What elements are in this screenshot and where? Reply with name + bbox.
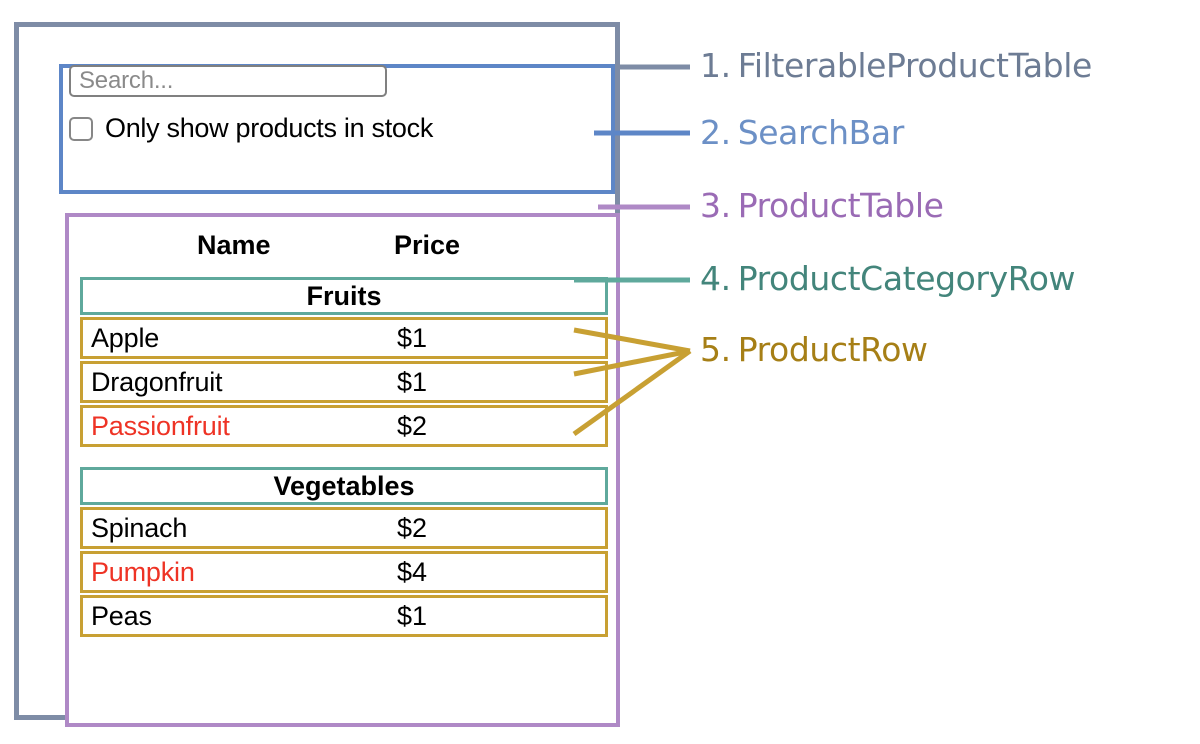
product-row: Spinach $2 <box>80 507 608 549</box>
product-price: $1 <box>397 600 428 631</box>
legend-label: SearchBar <box>737 113 905 152</box>
legend-label: ProductRow <box>737 330 928 369</box>
legend-label: FilterableProductTable <box>737 46 1093 85</box>
legend-item-search-bar: 2.SearchBar <box>700 113 904 152</box>
product-row: Pumpkin $4 <box>80 551 608 593</box>
product-category-label: Vegetables <box>273 470 415 501</box>
product-row: Peas $1 <box>80 595 608 637</box>
legend-number: 3. <box>700 186 731 225</box>
group-spacer <box>80 449 608 467</box>
checkbox-icon[interactable] <box>69 116 93 141</box>
legend-number: 4. <box>700 259 731 298</box>
legend-label: ProductTable <box>737 186 944 225</box>
search-input[interactable]: Search... <box>69 65 387 97</box>
filterable-product-table-box: Search... Only show products in stock Na… <box>14 22 620 727</box>
in-stock-checkbox-label: Only show products in stock <box>105 113 434 143</box>
product-row: Passionfruit $2 <box>80 405 608 447</box>
product-name: Passionfruit <box>91 410 230 441</box>
product-price: $1 <box>397 366 428 397</box>
product-name: Apple <box>91 322 160 353</box>
legend-item-product-row: 5.ProductRow <box>700 330 928 369</box>
legend-item-filterable-product-table: 1.FilterableProductTable <box>700 46 1092 85</box>
column-header-price: Price <box>394 229 461 260</box>
legend-label: ProductCategoryRow <box>737 259 1076 298</box>
product-name: Peas <box>91 600 152 631</box>
legend-number: 1. <box>700 46 731 85</box>
product-price: $2 <box>397 410 428 441</box>
product-table-header: Name Price <box>69 225 616 265</box>
product-category-row: Fruits <box>80 277 608 315</box>
product-price: $2 <box>397 512 428 543</box>
legend-item-product-table: 3.ProductTable <box>700 186 944 225</box>
product-category-row: Vegetables <box>80 467 608 505</box>
product-price: $4 <box>397 556 428 587</box>
product-price: $1 <box>397 322 428 353</box>
legend-item-product-category-row: 4.ProductCategoryRow <box>700 259 1076 298</box>
legend-number: 2. <box>700 113 731 152</box>
legend-number: 5. <box>700 330 731 369</box>
product-row: Apple $1 <box>80 317 608 359</box>
product-name: Dragonfruit <box>91 366 223 397</box>
product-row: Dragonfruit $1 <box>80 361 608 403</box>
in-stock-checkbox-row[interactable]: Only show products in stock <box>69 113 433 144</box>
product-category-label: Fruits <box>306 280 382 311</box>
column-header-name: Name <box>197 229 271 260</box>
product-name: Spinach <box>91 512 188 543</box>
product-name: Pumpkin <box>91 556 195 587</box>
